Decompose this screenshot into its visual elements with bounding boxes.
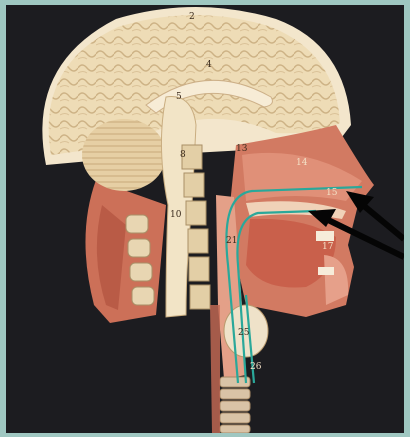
label-15: 15 xyxy=(326,188,338,198)
esophagus xyxy=(210,305,220,433)
label-13: 13 xyxy=(236,144,248,154)
label-8: 8 xyxy=(180,150,186,160)
label-14: 14 xyxy=(296,158,308,168)
label-2: 2 xyxy=(189,12,195,22)
label-25: 25 xyxy=(238,328,250,338)
label-10: 10 xyxy=(170,210,182,220)
label-17: 17 xyxy=(322,242,334,252)
label-26: 26 xyxy=(250,362,262,372)
teeth-upper xyxy=(316,231,334,241)
trachea xyxy=(220,377,250,433)
teeth-lower xyxy=(318,267,334,275)
label-21: 21 xyxy=(226,236,237,246)
label-4: 4 xyxy=(206,60,212,70)
label-5: 5 xyxy=(176,92,182,102)
dark-background-board: 2 4 5 8 10 13 14 15 17 21 25 26 xyxy=(6,5,404,433)
anatomical-head-section-illustration: 2 4 5 8 10 13 14 15 17 21 25 26 xyxy=(6,5,404,433)
